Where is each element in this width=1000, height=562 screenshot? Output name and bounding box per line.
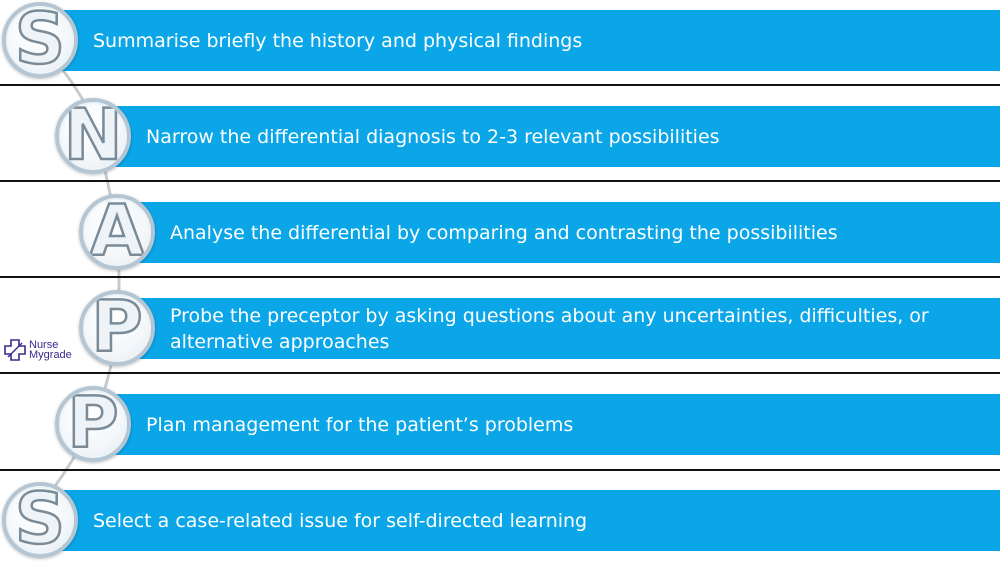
step-band-plan: Plan management for the patient’s proble… (108, 394, 1000, 455)
divider (0, 469, 1000, 471)
step-text: Select a case-related issue for self-dir… (93, 509, 588, 532)
letter-circle-p: P (79, 290, 155, 366)
watermark-line2: Mygrade (29, 349, 72, 361)
letter-circle-n: N (55, 98, 131, 174)
divider (0, 180, 1000, 182)
step-text: Probe the preceptor by asking questions … (170, 304, 929, 353)
letter-p: P (66, 386, 120, 462)
letter-circle-s: S (2, 482, 78, 558)
letter-p: P (90, 290, 144, 366)
step-band-probe: Probe the preceptor by asking questions … (132, 298, 1000, 359)
letter-n: N (62, 98, 123, 174)
step-text: Plan management for the patient’s proble… (146, 413, 574, 436)
letter-circle-p: P (55, 386, 131, 462)
watermark-logo: Nurse Mygrade (3, 338, 72, 362)
step-band-summarise: Summarise briefly the history and physic… (55, 10, 1000, 71)
letter-a: A (89, 194, 146, 270)
cross-logo-icon (4, 339, 26, 361)
step-text: Summarise briefly the history and physic… (93, 29, 583, 52)
step-text: Analyse the differential by comparing an… (170, 221, 838, 244)
letter-circle-a: A (79, 194, 155, 270)
letter-s: S (14, 2, 67, 78)
step-band-analyse: Analyse the differential by comparing an… (132, 202, 1000, 263)
step-text: Narrow the differential diagnosis to 2-3… (146, 125, 720, 148)
step-band-narrow: Narrow the differential diagnosis to 2-3… (108, 106, 1000, 167)
step-band-select: Select a case-related issue for self-dir… (55, 490, 1000, 551)
watermark-line1: Nurse (29, 339, 59, 351)
letter-s: S (14, 482, 67, 558)
letter-circle-s: S (2, 2, 78, 78)
divider (0, 372, 1000, 374)
divider (0, 276, 1000, 278)
divider (0, 84, 1000, 86)
